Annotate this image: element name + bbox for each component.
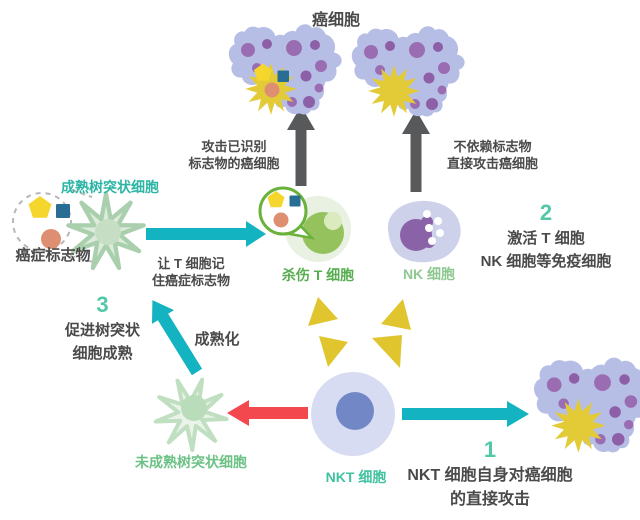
attack-direct-line2: 直接攻击癌细胞 bbox=[446, 156, 538, 171]
circle-marker bbox=[264, 82, 280, 98]
mature-dc-label: 成熟树突状细胞 bbox=[61, 179, 159, 195]
activation-signal-triangle bbox=[381, 299, 411, 330]
step2-line1: 激活 T 细胞 bbox=[507, 230, 585, 247]
attack-direct-line1: 不依赖标志物 bbox=[453, 139, 532, 154]
step1-line1: NKT 细胞自身对癌细胞 bbox=[407, 467, 573, 484]
callout-dash-top bbox=[71, 189, 93, 198]
step1-number: 1 bbox=[483, 437, 497, 462]
remember-line1: 让 T 细胞记 bbox=[157, 256, 225, 271]
marker-bubble bbox=[258, 186, 316, 240]
square-marker bbox=[289, 195, 301, 207]
cancer-marker-label: 癌症标志物 bbox=[15, 247, 91, 264]
attack-marked-line1: 攻击已识别 bbox=[201, 139, 267, 154]
mature-dc-nucleus bbox=[95, 219, 121, 245]
step3-block: 3 促进树突状 细胞成熟 bbox=[50, 291, 155, 365]
arrow-nkt-to-dc bbox=[227, 400, 308, 426]
step3-line2: 细胞成熟 bbox=[72, 345, 133, 362]
step3-line1: 促进树突状 bbox=[64, 322, 140, 339]
immature-dendritic-cell bbox=[147, 369, 236, 457]
step2-number: 2 bbox=[539, 200, 553, 225]
cancer-cells-top-label: 癌细胞 bbox=[311, 12, 360, 29]
mature-dendritic-cell bbox=[68, 194, 143, 268]
nk-granule bbox=[423, 210, 431, 218]
step1-block: 1 NKT 细胞自身对癌细胞 的直接攻击 bbox=[392, 436, 588, 512]
killer-t-label: 杀伤 T 细胞 bbox=[281, 267, 355, 283]
nk-granule bbox=[425, 224, 433, 232]
immature-dc-label: 未成熟树突状细胞 bbox=[135, 454, 247, 470]
attack-marked-line2: 标志物的癌细胞 bbox=[188, 156, 280, 171]
callout-dash-bottom bbox=[69, 255, 94, 263]
step2-block: 2 激活 T 细胞 NK 细胞等免疫细胞 bbox=[466, 199, 626, 273]
activation-signal-triangle bbox=[308, 297, 338, 326]
nk-granule bbox=[428, 237, 436, 245]
activation-signal-triangle bbox=[319, 336, 348, 367]
arrow-tcell-attack bbox=[287, 106, 315, 186]
immature-dc-nucleus bbox=[181, 395, 207, 421]
maturation-label: 成熟化 bbox=[194, 331, 240, 348]
remember-line2: 住癌症标志物 bbox=[151, 273, 230, 288]
step2-line2: NK 细胞等免疫细胞 bbox=[480, 253, 612, 270]
square-marker bbox=[277, 70, 289, 82]
nk-label: NK 细胞 bbox=[402, 266, 456, 282]
arrow-nkt-direct-attack bbox=[402, 401, 529, 427]
attack-direct-annotation: 不依赖标志物 直接攻击癌细胞 bbox=[430, 138, 555, 172]
arrow-nk-attack bbox=[402, 110, 430, 192]
activation-signal-triangle bbox=[372, 335, 402, 368]
step1-line2: 的直接攻击 bbox=[449, 491, 530, 508]
square-marker bbox=[56, 204, 70, 218]
circle-marker bbox=[273, 212, 289, 228]
nkt-label: NKT 细胞 bbox=[325, 469, 387, 485]
arrow-dc-to-tcell bbox=[146, 221, 266, 247]
nk-cell bbox=[387, 200, 461, 263]
killer-t-highlight bbox=[324, 212, 342, 230]
arrow-maturation bbox=[152, 300, 203, 376]
nkt-cell bbox=[311, 372, 395, 456]
nk-granule bbox=[434, 217, 442, 225]
nk-granule bbox=[436, 229, 444, 237]
remember-annotation: 让 T 细胞记 住癌症标志物 bbox=[136, 255, 246, 289]
nkt-nucleus bbox=[336, 392, 374, 430]
step3-number: 3 bbox=[96, 292, 109, 317]
attack-marked-annotation: 攻击已识别 标志物的癌细胞 bbox=[174, 138, 294, 172]
circle-marker bbox=[41, 229, 61, 249]
